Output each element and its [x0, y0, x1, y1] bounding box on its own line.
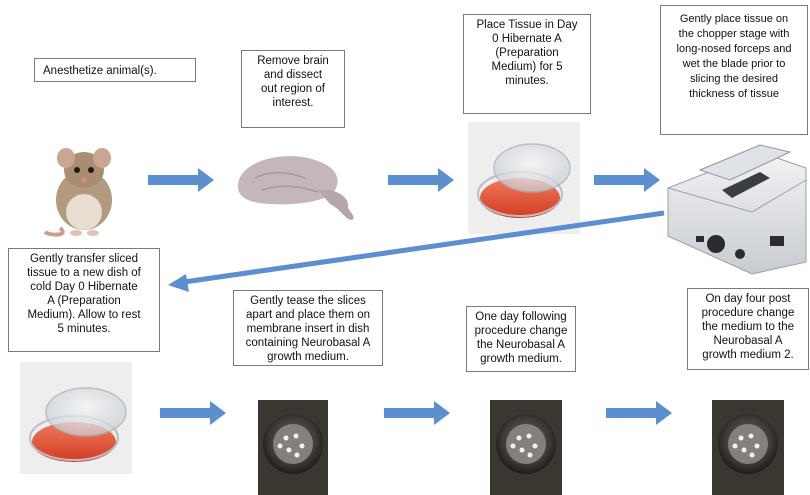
- culture-insert-dish-icon: [490, 400, 562, 495]
- mouse-icon: [45, 148, 112, 236]
- petri-dish-icon: [20, 362, 132, 474]
- arrow-diagonal: [168, 213, 664, 292]
- petri-dish-icon: [468, 122, 580, 234]
- arrow-right: [606, 401, 672, 425]
- culture-insert-dish-icon: [712, 400, 784, 495]
- arrow-right: [594, 168, 660, 192]
- arrow-right: [384, 401, 450, 425]
- arrow-right: [388, 168, 454, 192]
- arrow-right: [160, 401, 226, 425]
- culture-insert-dish-icon: [258, 400, 328, 495]
- brain-icon: [238, 156, 354, 220]
- tissue-chopper-icon: [668, 145, 806, 274]
- arrow-right: [148, 168, 214, 192]
